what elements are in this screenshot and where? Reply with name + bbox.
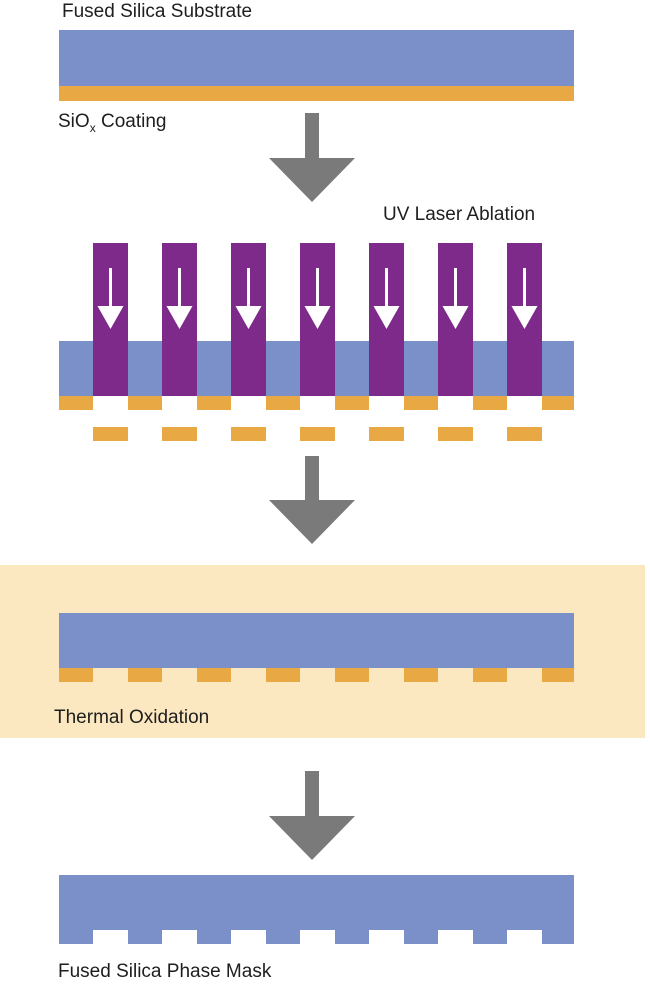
laser-arrow-head <box>304 306 331 329</box>
phase-mask-label-text: Fused Silica Phase Mask <box>58 961 272 982</box>
coating-segment <box>197 396 231 410</box>
laser-arrow-head <box>97 306 124 329</box>
laser-beam <box>369 243 404 396</box>
coating-segment <box>542 668 574 682</box>
laser-arrow-shaft <box>454 268 457 308</box>
laser-beam <box>93 243 128 396</box>
thermal-oxidation-label-text: Thermal Oxidation <box>54 707 210 728</box>
coating-segment <box>542 396 574 410</box>
laser-arrow-shaft <box>316 268 319 308</box>
stage-phase-mask <box>59 875 574 944</box>
coating-segment <box>59 396 93 410</box>
coating-segment <box>128 668 162 682</box>
laser-ablation-label: UV Laser Ablation <box>383 204 535 226</box>
phase-mask-label: Fused Silica Phase Mask <box>58 961 271 983</box>
coating-label-base: SiO <box>58 111 90 132</box>
laser-arrow-head <box>442 306 469 329</box>
coating-label: SiOx Coating <box>58 111 167 135</box>
coating-segment <box>128 396 162 410</box>
laser-arrow-shaft <box>109 268 112 308</box>
ablated-piece <box>369 427 404 441</box>
ablated-coating-pieces <box>93 427 542 441</box>
oxidation-coating-segments <box>59 668 574 682</box>
laser-arrow-shaft <box>523 268 526 308</box>
laser-arrow-shaft <box>385 268 388 308</box>
coating-segment <box>266 396 300 410</box>
coating-segment <box>266 668 300 682</box>
coating-label-suffix: Coating <box>95 111 167 132</box>
ablated-piece <box>438 427 473 441</box>
process-arrow-2 <box>269 456 355 544</box>
ablated-piece <box>507 427 542 441</box>
laser-arrow-head <box>511 306 538 329</box>
process-arrow-3 <box>269 771 355 860</box>
laser-arrow-head <box>235 306 262 329</box>
process-arrow-1 <box>269 113 355 202</box>
laser-ablation-label-text: UV Laser Ablation <box>383 204 536 225</box>
ablated-piece <box>231 427 266 441</box>
coating-label-subscript: x <box>89 121 96 135</box>
coating-segment <box>335 396 369 410</box>
stage-laser-ablation <box>59 243 574 441</box>
coating-segment <box>59 668 93 682</box>
laser-beam <box>507 243 542 396</box>
coating-segment <box>404 668 438 682</box>
thermal-oxidation-label: Thermal Oxidation <box>54 707 209 729</box>
stage-thermal-oxidation <box>59 613 574 682</box>
coating-layer <box>59 86 574 101</box>
laser-arrow-head <box>166 306 193 329</box>
laser-arrow-shaft <box>247 268 250 308</box>
coating-segment <box>473 668 507 682</box>
laser-beam <box>162 243 197 396</box>
laser-beams <box>93 243 542 396</box>
phase-mask-grating <box>59 875 574 944</box>
coating-segment <box>473 396 507 410</box>
laser-beam <box>438 243 473 396</box>
laser-arrow-shaft <box>178 268 181 308</box>
coating-segment <box>404 396 438 410</box>
laser-beam <box>300 243 335 396</box>
substrate-block <box>59 30 574 86</box>
coating-segment <box>197 668 231 682</box>
coating-segment <box>335 668 369 682</box>
ablated-piece <box>93 427 128 441</box>
oxidation-substrate-block <box>59 613 574 668</box>
ablated-piece <box>300 427 335 441</box>
laser-beam <box>231 243 266 396</box>
substrate-label: Fused Silica Substrate <box>62 1 252 23</box>
ablated-piece <box>162 427 197 441</box>
stage-coated-substrate <box>59 30 574 101</box>
ablation-coating-segments <box>59 396 574 410</box>
substrate-label-text: Fused Silica Substrate <box>62 1 253 22</box>
laser-arrow-head <box>373 306 400 329</box>
